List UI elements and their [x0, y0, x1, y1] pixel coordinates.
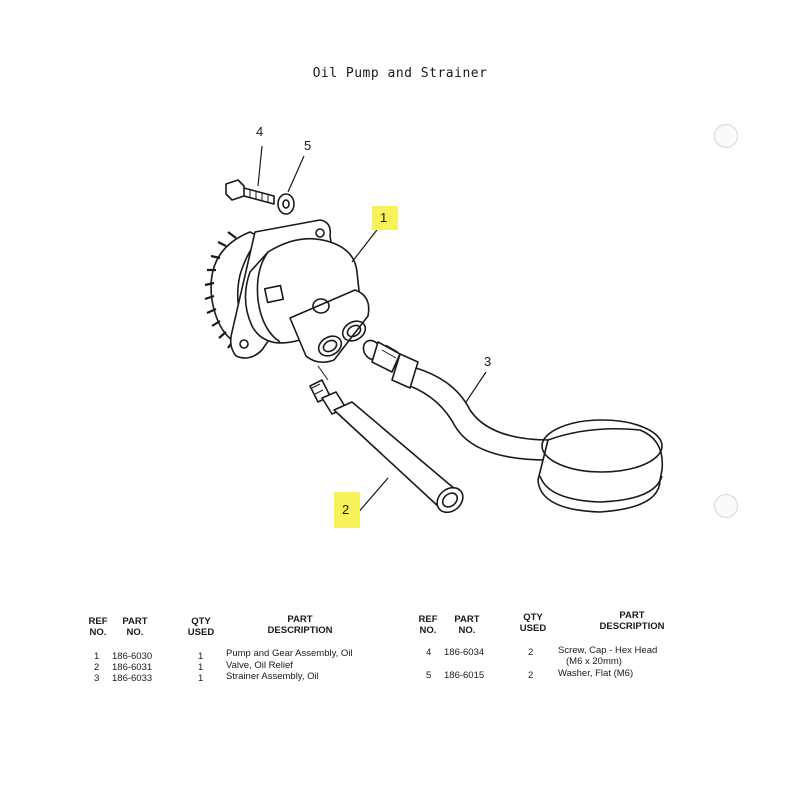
cap-screw: [225, 179, 275, 205]
page-title: Oil Pump and Strainer: [312, 66, 488, 81]
callout-3: 3: [484, 354, 491, 369]
pump-outlet-block: [289, 289, 370, 364]
header-description: PART DESCRIPTION: [267, 614, 333, 636]
header-description-right: PART DESCRIPTION: [599, 610, 665, 632]
relief-valve: [309, 365, 464, 514]
callout-2: 2: [342, 502, 349, 517]
header-qty-right: QTY USED: [519, 612, 547, 634]
callout-5: 5: [304, 138, 311, 153]
callout-1: 1: [380, 210, 387, 225]
oil-pump-diagram: 1 2 3 4 5: [204, 124, 664, 528]
flat-washer: [277, 193, 295, 215]
strainer-assembly: [362, 339, 664, 513]
header-part-no-right: PART NO.: [454, 614, 480, 636]
callout-2-highlight: [334, 492, 360, 528]
binder-hole-bottom: [714, 494, 738, 518]
header-part-no: PART NO.: [122, 616, 148, 638]
header-ref: REF NO.: [88, 616, 108, 638]
callout-1-highlight: [372, 206, 398, 230]
binder-hole-top: [714, 124, 738, 148]
header-qty: QTY USED: [187, 616, 215, 638]
header-ref-right: REF NO.: [418, 614, 438, 636]
callout-4: 4: [256, 124, 263, 139]
